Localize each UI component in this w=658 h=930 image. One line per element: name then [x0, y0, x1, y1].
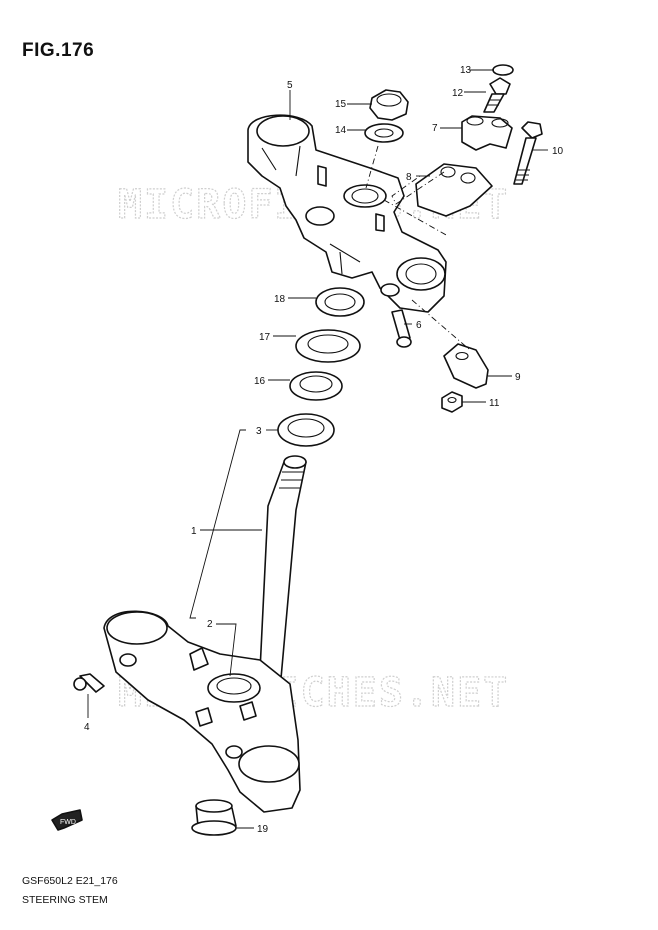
lower-bracket: [103, 610, 301, 813]
callout-14: 14: [335, 125, 347, 136]
callout-10: 10: [552, 146, 564, 157]
bearing-cover: [295, 329, 361, 363]
fwd-arrow: FWD: [51, 809, 83, 831]
handlebar-holder-lower: [415, 163, 493, 217]
nut-11: [441, 391, 463, 413]
callout-7: 7: [432, 123, 438, 134]
fwd-label: FWD: [60, 819, 76, 826]
model-code: GSF650L2 E21_176: [22, 875, 118, 887]
bolt-6: [391, 309, 412, 348]
cap-nut: [369, 89, 409, 121]
bolt-4: [73, 673, 105, 693]
alignment-line: [383, 199, 449, 237]
upper-bearing: [289, 371, 343, 401]
figure-caption: STEERING STEM: [22, 894, 108, 906]
callout-19: 19: [257, 824, 269, 835]
figure-title: FIG.176: [22, 40, 95, 61]
leader-lines: [87, 69, 548, 829]
callout-6: 6: [416, 320, 422, 331]
alignment-line: [391, 171, 445, 205]
figure-footer: GSF650L2 E21_176 STEERING STEM: [22, 872, 118, 910]
callout-16: 16: [254, 376, 266, 387]
plate-9: [443, 343, 489, 389]
upper-bracket: [247, 114, 447, 313]
callout-13: 13: [460, 65, 472, 76]
cap-13: [492, 64, 514, 76]
callout-2: 2: [207, 619, 213, 630]
callout-12: 12: [452, 88, 464, 99]
callout-9: 9: [515, 372, 521, 383]
bushing-19: [191, 799, 237, 836]
bolt-10: [513, 121, 543, 185]
callout-3: 3: [256, 426, 262, 437]
bolt-12: [483, 77, 511, 113]
handlebar-holder-upper: [461, 115, 513, 151]
callout-17: 17: [259, 332, 271, 343]
callout-18: 18: [274, 294, 286, 305]
callout-5: 5: [287, 80, 293, 91]
callout-8: 8: [406, 172, 412, 183]
callout-11: 11: [489, 398, 500, 409]
callout-4: 4: [84, 722, 90, 733]
lower-bearing: [277, 413, 335, 447]
callout-15: 15: [335, 99, 347, 110]
dust-seal: [315, 287, 365, 317]
callout-1: 1: [191, 526, 197, 537]
washer: [364, 123, 404, 143]
